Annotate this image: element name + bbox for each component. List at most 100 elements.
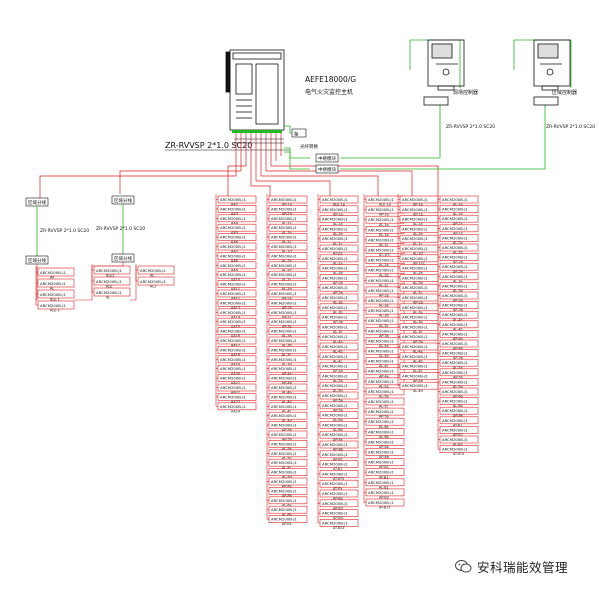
group-link-line xyxy=(74,262,124,301)
circuit-label: AL xyxy=(50,287,54,291)
circuit-label: AL-1a xyxy=(282,221,292,225)
device-label: ARCM200B-J1 xyxy=(271,517,298,522)
circuit-label: AL-5c xyxy=(282,466,292,470)
circuit-label: AL-3b xyxy=(453,289,463,293)
device-label: ARCM200B-J1 xyxy=(402,354,429,359)
circuit-label: AP-3a xyxy=(282,325,292,329)
host-model-label: AEFE18000/G xyxy=(305,75,356,84)
circuit-label: AL-3a xyxy=(379,304,389,308)
circuit-label: AP-5a xyxy=(282,428,292,432)
device-label: ARCM200B-J1 xyxy=(402,315,429,320)
mid-branch-box-1-label: 区域分线 xyxy=(114,197,132,204)
device-label: ARCM200B-J1 xyxy=(322,383,349,388)
device-label: ARCM200B-J1 xyxy=(220,300,247,305)
device-label: ARCM200B-J1 xyxy=(40,303,67,308)
device-column-c5: ARCM200B-J1ALE-1aARCM200B-J1AP-1aARCM200… xyxy=(317,194,359,530)
feeder-lines xyxy=(39,165,439,198)
device-label: ARCM200B-J1 xyxy=(220,263,247,268)
monitoring-host-cabinet xyxy=(225,49,285,131)
device-label: ARCM200B-J1 xyxy=(322,334,349,339)
circuit-label: AL-1b xyxy=(282,231,292,235)
field-controller-1-label: 现场控制器 xyxy=(453,89,478,96)
circuit-label: AA15 xyxy=(231,325,240,329)
circuit-label: AL-4c xyxy=(379,364,389,368)
device-label: ARCM200B-J1 xyxy=(442,331,469,336)
device-label: ARCM200B-J1 xyxy=(96,279,123,284)
circuit-label: AP-1a xyxy=(379,213,389,217)
circuit-label: AP-B1 xyxy=(333,457,343,461)
circuit-label: AL-6a xyxy=(453,404,463,408)
circuit-label: AL-4c xyxy=(413,369,423,373)
circuit-label: AL-2d xyxy=(282,287,292,291)
device-label: ARCM200B-J1 xyxy=(220,197,247,202)
circuit-label: AL-2a xyxy=(413,271,423,275)
cabinet-base xyxy=(232,130,282,133)
device-label: ARCM200B-J1 xyxy=(322,256,349,261)
device-label: ARCM200B-J1 xyxy=(368,450,395,455)
device-label: ARCM200B-J1 xyxy=(442,447,469,452)
device-label: ARCM200B-J1 xyxy=(322,501,349,506)
device-label: ARCM200B-J1 xyxy=(140,279,167,284)
circuit-label: AL-4a xyxy=(453,318,463,322)
circuit-label: AT-B1 xyxy=(379,475,388,479)
device-label: ARCM200B-J1 xyxy=(368,237,395,242)
device-label: ARCM200B-J1 xyxy=(271,319,298,324)
field-controller-2-label: 区域控制器 xyxy=(552,89,577,96)
device-label: ARCM200B-J1 xyxy=(96,290,123,295)
device-label: ARCM200B-J1 xyxy=(271,394,298,399)
device-label: ARCM200B-J1 xyxy=(271,385,298,390)
device-label: ARCM200B-J1 xyxy=(220,366,247,371)
circuit-label: AP-5a xyxy=(379,415,389,419)
device-column-c7: ARCM200B-J1AP-1aARCM200B-J1AP-1bARCM200B… xyxy=(397,194,439,393)
device-label: ARCM200B-J1 xyxy=(322,511,349,516)
device-label: ARCM200B-J1 xyxy=(442,283,469,288)
circuit-label: AL-4b xyxy=(333,350,343,354)
device-label: ARCM200B-J1 xyxy=(442,379,469,384)
circuit-label: AL-4d xyxy=(413,389,423,393)
circuit-label: ALE-2 xyxy=(50,309,60,313)
device-label: ARCM200B-J1 xyxy=(322,462,349,467)
circuit-label: AT-Z2 xyxy=(333,252,343,256)
circuit-label: AL-1b xyxy=(379,233,389,237)
converter-label-1: 中继模块 xyxy=(318,155,336,162)
device-label: ARCM200B-J1 xyxy=(322,305,349,310)
circuit-label: AP-4a xyxy=(413,379,423,383)
device-column-c8: ARCM200B-J1AL-1aARCM200B-J1AL-1bARCM200B… xyxy=(437,194,479,456)
circuit-label: AP-6b xyxy=(333,448,343,452)
fan-out-lines xyxy=(235,133,282,186)
circuit-label: AL-1a xyxy=(379,223,389,227)
device-label: ARCM200B-J1 xyxy=(322,422,349,427)
device-label: ARCM200B-J1 xyxy=(368,288,395,293)
circuit-label: AL-2c xyxy=(379,283,389,287)
circuit-label: AT-B1 xyxy=(453,423,462,427)
device-label: ARCM200B-J1 xyxy=(368,409,395,414)
circuit-label: AL-3b xyxy=(413,320,423,324)
device-label: ARCM200B-J1 xyxy=(442,360,469,365)
device-label: ARCM200B-J1 xyxy=(402,295,429,300)
circuit-label: AP-1a xyxy=(453,222,463,226)
circuit-label: AP-5b xyxy=(453,375,463,379)
circuit-label: AL-3b xyxy=(282,344,292,348)
circuit-label: AL-6a xyxy=(282,503,292,507)
device-label: ARCM200B-J1 xyxy=(220,338,247,343)
circuit-label: AP-B1 xyxy=(379,465,389,469)
circuit-label: AA10 xyxy=(231,278,240,282)
circuit-label: AL-1a xyxy=(453,203,463,207)
circuit-label: AP-6a xyxy=(282,485,292,489)
bus-cable-label: ZR-RVVSP 2*1.0 SC20 xyxy=(165,141,252,150)
device-label: ARCM200B-J1 xyxy=(368,217,395,222)
circuit-label: AT-B1 xyxy=(333,467,342,471)
device-label: ARCM200B-J1 xyxy=(220,347,247,352)
device-label: ARCM200B-J1 xyxy=(322,452,349,457)
device-label: ARCM200B-J1 xyxy=(368,429,395,434)
device-label: ARCM200B-J1 xyxy=(271,253,298,258)
device-label: ARCM200B-J1 xyxy=(271,216,298,221)
device-label: ARCM200B-J1 xyxy=(442,418,469,423)
device-label: ARCM200B-J1 xyxy=(442,341,469,346)
device-column-g1: ARCM200B-J1ALE2ARCM200B-J1ALEARCM200B-J1… xyxy=(91,264,131,300)
circuit-label: AA12 xyxy=(231,297,240,301)
device-label: ARCM200B-J1 xyxy=(322,197,349,202)
device-label: ARCM200B-J1 xyxy=(271,206,298,211)
circuit-label: AL-3d xyxy=(282,362,292,366)
device-label: ARCM200B-J1 xyxy=(322,520,349,525)
